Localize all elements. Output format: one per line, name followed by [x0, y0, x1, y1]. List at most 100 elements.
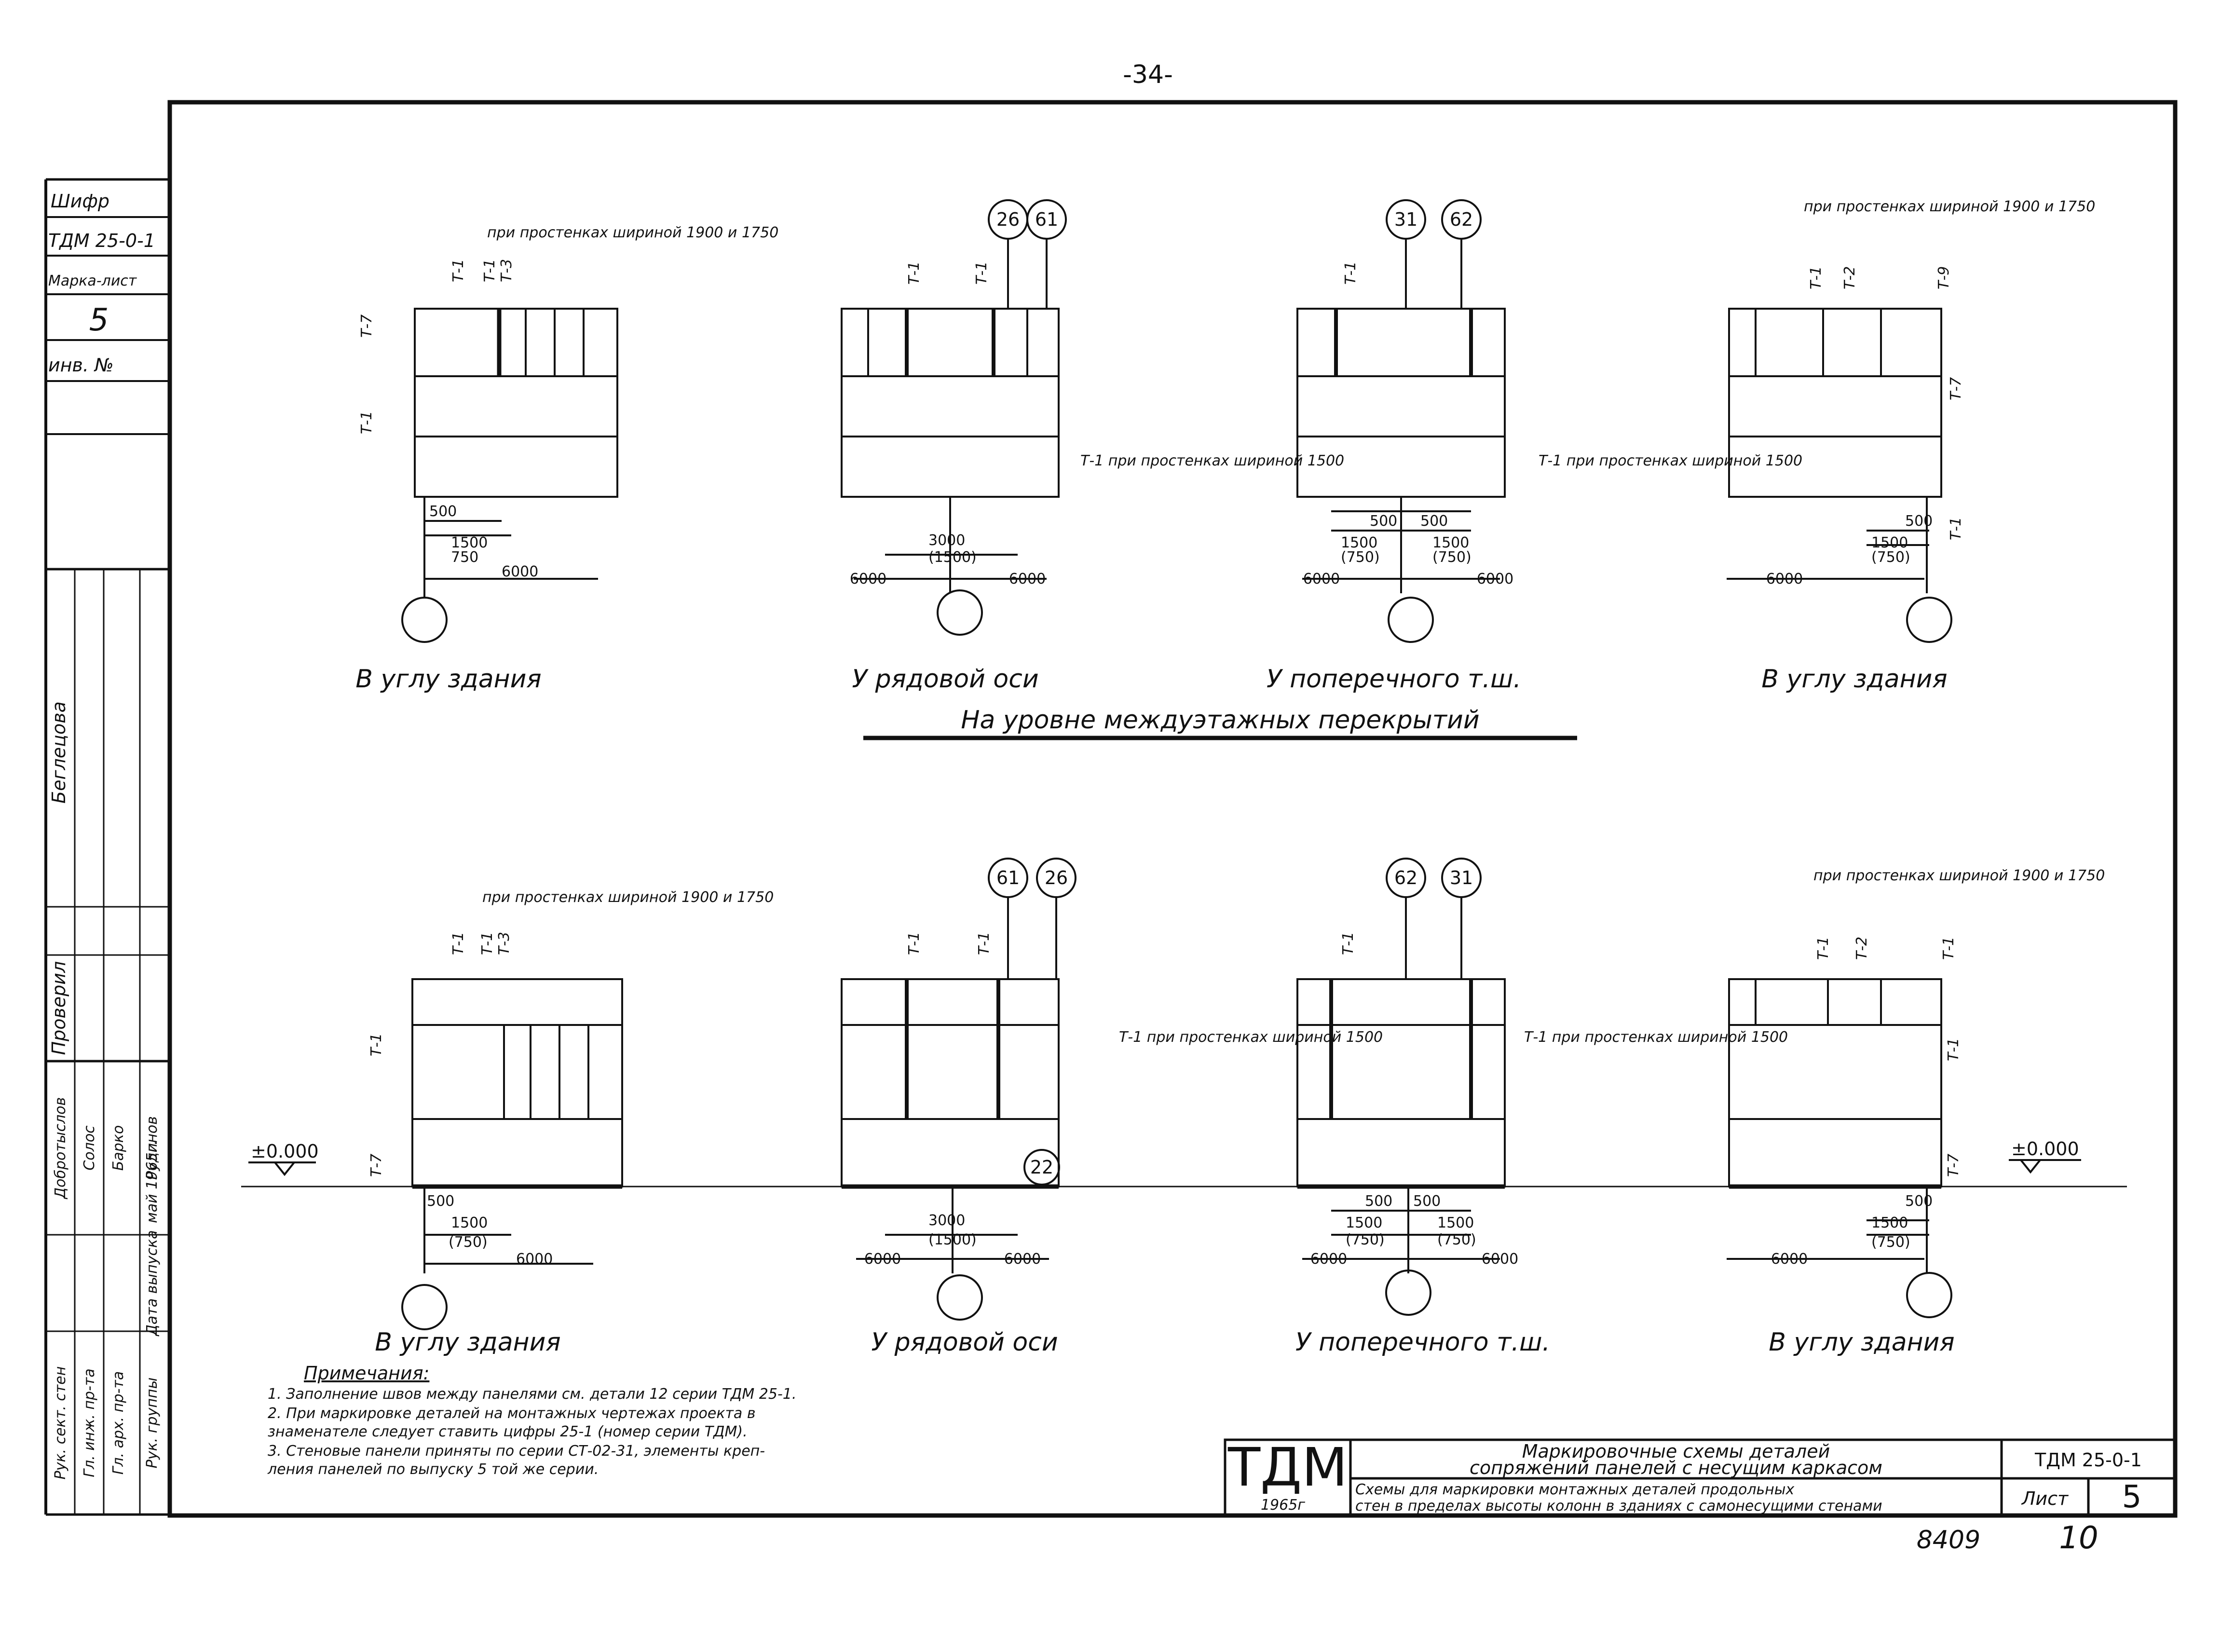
notes-item-1: 1. Заполнение швов между панелями см. де… — [268, 1386, 796, 1403]
u3-dim-7: 6000 — [1303, 571, 1340, 587]
stamp-role-3: Гл. арх. пр-та — [110, 1371, 127, 1475]
title-block-code: ТДМ 25-0-1 — [2034, 1449, 2142, 1471]
l3-note-left: Т-1 при простенках шириной 1500 — [1119, 1029, 1383, 1046]
notes-title: Примечания: — [304, 1363, 429, 1384]
u1-dim-3: 750 — [451, 549, 478, 566]
l3-note-right: Т-1 при простенках шириной 1500 — [1524, 1029, 1788, 1046]
l4-caption: В углу здания — [1769, 1328, 1954, 1357]
stamp-marka-label: Марка-лист — [48, 273, 137, 289]
marker-26-lower: 26 — [1045, 867, 1068, 888]
u2-dim-2: (1500) — [928, 549, 977, 566]
l4-label-5: Т-7 — [1945, 1154, 1962, 1177]
l4-dim-4: 6000 — [1771, 1251, 1808, 1268]
stamp-name-6: Рудинов — [144, 1116, 161, 1180]
l3-dim-6: (750) — [1437, 1231, 1476, 1248]
u3-caption: У поперечного т.ш. — [1267, 665, 1521, 694]
stamp-date: май 1965г. — [144, 1140, 161, 1223]
u4-dim-3: (750) — [1871, 549, 1910, 566]
u1-label-2: Т-1 — [358, 411, 375, 434]
l2-caption: У рядовой оси — [871, 1328, 1058, 1357]
u2-note: Т-1 при простенках шириной 1500 — [1080, 452, 1344, 469]
notes-item-4: 3. Стеновые панели приняты по серии СТ-0… — [268, 1443, 765, 1460]
l4-label-3: Т-1 — [1940, 937, 1957, 960]
u1-dim-2: 1500 — [451, 534, 488, 551]
l2-label-2: Т-1 — [976, 932, 993, 955]
sheet-frame — [167, 100, 2178, 1518]
u4-label-1: Т-1 — [1808, 266, 1825, 289]
l3-dim-5: 1500 — [1437, 1215, 1474, 1231]
l2-dim-2: (1500) — [928, 1231, 977, 1248]
u3-dim-8: 6000 — [1477, 571, 1513, 587]
stamp-marka-value: 5 — [89, 302, 109, 338]
u2-dim-4: 6000 — [1009, 571, 1046, 587]
marker-22-lower: 22 — [1030, 1157, 1053, 1178]
l4-label-2: Т-2 — [1853, 937, 1870, 960]
section-title: На уровне междуэтажных перекрытий — [961, 706, 1479, 735]
title-block-title-1: Маркировочные схемы деталей — [1522, 1441, 1830, 1462]
l3-dim-4: (750) — [1346, 1231, 1385, 1248]
u1-dim-1: 500 — [429, 503, 457, 520]
u2-dim-1: 3000 — [928, 532, 965, 549]
stamp-role-5: Дата выпуска — [144, 1230, 161, 1337]
u1-label-1: Т-7 — [358, 314, 375, 338]
u1-dim-4: 6000 — [502, 563, 538, 580]
l4-dim-2: 1500 — [1871, 1215, 1908, 1231]
l1-dim-1: 500 — [427, 1193, 454, 1210]
level-mark-left: ±0.000 — [251, 1141, 319, 1162]
u3-dim-5: 1500 — [1432, 534, 1469, 551]
u4-label-5: Т-1 — [1948, 517, 1964, 540]
upper-row-geometry — [401, 308, 1952, 643]
l3-dim-7: 6000 — [1310, 1251, 1347, 1268]
u3-dim-6: (750) — [1432, 549, 1472, 566]
l3-dim-8: 6000 — [1482, 1251, 1518, 1268]
l4-note: при простенках шириной 1900 и 1750 — [1813, 867, 2105, 884]
title-block-subtitle-2: стен в пределах высоты колонн в зданиях … — [1355, 1498, 1882, 1515]
stamp-shifr-value: ТДМ 25-0-1 — [48, 230, 155, 251]
marker-62-lower: 62 — [1394, 867, 1417, 888]
title-block-frame — [1224, 1438, 2177, 1517]
u4-label-2: Т-2 — [1841, 266, 1858, 289]
u4-label-4: Т-7 — [1948, 377, 1964, 400]
title-block-sheet-label: Лист — [2021, 1488, 2069, 1509]
u4-dim-2: 1500 — [1871, 534, 1908, 551]
lower-row-geometry — [241, 978, 2127, 1330]
l2-dim-3: 6000 — [864, 1251, 901, 1268]
title-block-org: ТДМ — [1227, 1436, 1348, 1498]
marker-26-upper: 26 — [996, 209, 1020, 230]
stamp-name-5: Барко — [110, 1125, 127, 1171]
u2-dim-3: 6000 — [850, 571, 886, 587]
l3-dim-3: 1500 — [1346, 1215, 1382, 1231]
u1-label-3: Т-1 — [450, 259, 467, 282]
notes-item-2: 2. При маркировке деталей на монтажных ч… — [268, 1405, 756, 1422]
marker-62-upper: 62 — [1450, 209, 1473, 230]
l4-dim-1: 500 — [1905, 1193, 1933, 1210]
stamp-name-1: Беглецова — [48, 701, 69, 804]
u3-dim-4: (750) — [1341, 549, 1380, 566]
u2-caption: У рядовой оси — [852, 665, 1038, 694]
stamp-role-2: Гл. инж. пр-та — [81, 1368, 98, 1477]
u1-caption: В углу здания — [355, 665, 541, 694]
stamp-inv-label: инв. № — [48, 355, 114, 376]
stamp-shifr-label: Шифр — [51, 191, 109, 212]
l4-dim-3: (750) — [1871, 1234, 1910, 1251]
stamp-name-2: Проверил — [48, 961, 69, 1055]
title-block-title-2: сопряжений панелей с несущим каркасом — [1470, 1457, 1882, 1478]
u4-caption: В углу здания — [1761, 665, 1947, 694]
u3-label-1: Т-1 — [1342, 261, 1359, 285]
l2-dim-4: 6000 — [1004, 1251, 1041, 1268]
u4-dim-1: 500 — [1905, 513, 1933, 530]
l1-note: при простенках шириной 1900 и 1750 — [482, 889, 774, 906]
bottom-number-right: 10 — [2059, 1520, 2098, 1556]
u4-dim-4: 6000 — [1766, 571, 1803, 587]
stamp-role-4: Рук. группы — [144, 1378, 161, 1469]
l1-dim-2: 1500 — [451, 1215, 488, 1231]
stamp-name-4: Солос — [81, 1125, 98, 1171]
l1-label-5: Т-7 — [368, 1154, 385, 1177]
stamp-role-1: Рук. сект. стен — [52, 1366, 69, 1480]
u4-note: при простенках шириной 1900 и 1750 — [1804, 198, 2095, 215]
l3-label-1: Т-1 — [1340, 932, 1357, 955]
u3-dim-1: 500 — [1370, 513, 1397, 530]
l2-dim-1: 3000 — [928, 1212, 965, 1229]
marker-61-lower: 61 — [996, 867, 1020, 888]
